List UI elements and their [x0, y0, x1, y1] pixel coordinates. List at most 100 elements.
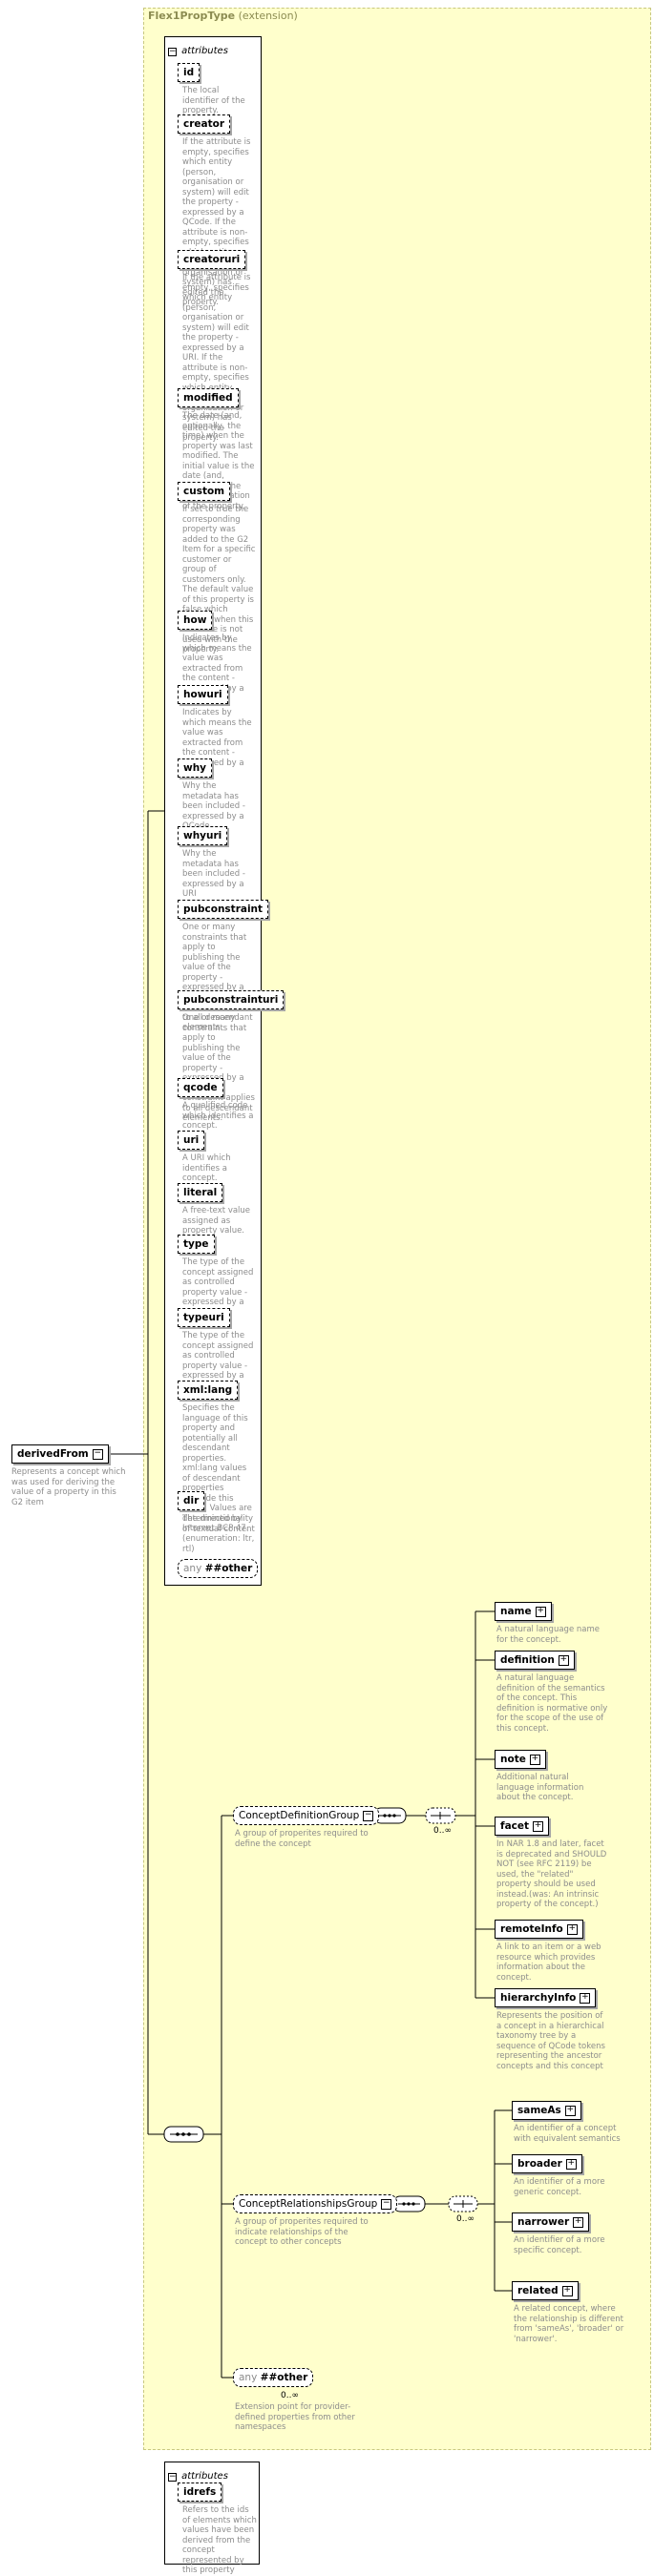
- attribute-idrefs-desc: Refers to the ids of elements which valu…: [182, 2505, 257, 2575]
- attribute-name: uri: [183, 1134, 200, 1146]
- attribute-item[interactable]: howuri: [178, 685, 228, 704]
- expand-icon[interactable]: +: [573, 2215, 584, 2228]
- group-concept-relationships[interactable]: ConceptRelationshipsGroup−: [233, 2194, 398, 2213]
- attribute-item[interactable]: why: [178, 758, 213, 778]
- attribute-item[interactable]: qcode: [178, 1078, 223, 1097]
- attribute-any-other[interactable]: any ##other: [178, 1559, 259, 1578]
- element-any-other[interactable]: any ##other: [233, 2368, 314, 2387]
- attribute-name: idrefs: [183, 2486, 217, 2498]
- choice-cardinality: 0..∞: [433, 1826, 452, 1836]
- element-desc: Represents the position of a concept in …: [496, 2011, 605, 2071]
- attribute-name: pubconstraint: [183, 904, 264, 915]
- element-name: broader: [517, 2158, 562, 2170]
- root-element-derivedFrom[interactable]: derivedFrom−: [11, 1444, 109, 1464]
- attribute-desc: The local identifier of the property.: [182, 86, 245, 115]
- attribute-desc: A URI which identifies a concept.: [182, 1153, 231, 1183]
- type-kind: (extension): [238, 10, 298, 22]
- attribute-desc: A free-text value assigned as property v…: [182, 1206, 251, 1236]
- element-item[interactable]: name+: [495, 1602, 552, 1621]
- any-cardinality: 0..∞: [281, 2391, 299, 2400]
- element-name: hierarchyInfo: [500, 1992, 577, 2004]
- root-element-name: derivedFrom: [17, 1448, 89, 1460]
- attributes-panel-header: − attributes: [168, 39, 228, 57]
- element-name: facet: [500, 1820, 530, 1832]
- element-item[interactable]: narrower+: [512, 2212, 590, 2232]
- element-desc: A link to an item or a web resource whic…: [496, 1942, 601, 1983]
- any-keyword: any: [183, 1563, 202, 1574]
- attribute-idrefs[interactable]: idrefs: [178, 2483, 222, 2502]
- attribute-name: xml:lang: [183, 1384, 233, 1396]
- expand-icon[interactable]: +: [566, 1922, 578, 1935]
- element-item[interactable]: remoteInfo+: [495, 1920, 583, 1939]
- any-other-desc: Extension point for provider-defined pro…: [235, 2402, 355, 2432]
- element-desc: An identifier of a concept with equivale…: [514, 2124, 621, 2144]
- attribute-name: howuri: [183, 689, 222, 700]
- attribute-item[interactable]: how: [178, 611, 213, 630]
- attribute-item[interactable]: type: [178, 1235, 215, 1254]
- bottom-attributes-title: attributes: [181, 2471, 228, 2482]
- element-desc: An identifier of a more specific concept…: [514, 2235, 605, 2255]
- collapse-icon[interactable]: −: [381, 2197, 392, 2210]
- expand-icon[interactable]: +: [529, 1753, 540, 1765]
- group-concept-definition-desc: A group of properites required to define…: [235, 1829, 369, 1849]
- attribute-item[interactable]: id: [178, 63, 200, 82]
- element-item[interactable]: hierarchyInfo+: [495, 1988, 597, 2007]
- attribute-item[interactable]: creatoruri: [178, 250, 246, 269]
- attribute-desc: A qualified code which identifies a conc…: [182, 1101, 254, 1131]
- attribute-item[interactable]: uri: [178, 1131, 205, 1150]
- attribute-item[interactable]: literal: [178, 1183, 223, 1202]
- attribute-item[interactable]: modified: [178, 388, 239, 407]
- element-item[interactable]: related+: [512, 2281, 579, 2300]
- attribute-name: qcode: [183, 1082, 218, 1093]
- attribute-item[interactable]: pubconstraint: [178, 900, 269, 919]
- collapse-icon[interactable]: −: [363, 1809, 374, 1821]
- expand-icon[interactable]: +: [535, 1605, 546, 1617]
- element-item[interactable]: broader+: [512, 2154, 582, 2173]
- bottom-attributes-header: − attributes: [168, 2464, 228, 2483]
- root-element-desc: Represents a concept which was used for …: [11, 1467, 126, 1507]
- element-item[interactable]: facet+: [495, 1817, 550, 1836]
- element-desc: An identifier of a more generic concept.: [514, 2177, 605, 2197]
- collapse-icon[interactable]: −: [168, 2472, 177, 2482]
- attributes-panel-title: attributes: [181, 46, 228, 56]
- any-namespace: ##other: [204, 1563, 253, 1574]
- attribute-desc: The directionality of textual content (e…: [182, 1514, 255, 1554]
- element-name: note: [500, 1754, 526, 1765]
- element-desc: A natural language name for the concept.: [496, 1625, 600, 1645]
- bottom-attributes-panel: [164, 2462, 260, 2565]
- element-item[interactable]: note+: [495, 1750, 546, 1769]
- expand-icon[interactable]: +: [580, 1991, 591, 2004]
- attribute-desc: Why the metadata has been included - exp…: [182, 781, 245, 831]
- attribute-item[interactable]: whyuri: [178, 826, 228, 845]
- attribute-name: how: [183, 614, 207, 626]
- choice-cardinality: 0..∞: [456, 2214, 475, 2224]
- group-concept-definition[interactable]: ConceptDefinitionGroup−: [233, 1806, 380, 1825]
- attribute-name: whyuri: [183, 830, 222, 841]
- attribute-item[interactable]: creator: [178, 114, 231, 134]
- group-name: ConceptRelationshipsGroup: [239, 2198, 378, 2210]
- expand-icon[interactable]: +: [565, 2157, 577, 2170]
- attribute-item[interactable]: dir: [178, 1491, 205, 1510]
- attribute-item[interactable]: pubconstrainturi: [178, 990, 285, 1009]
- element-desc: A related concept, where the relationshi…: [514, 2304, 624, 2344]
- expand-icon[interactable]: +: [533, 1819, 544, 1832]
- element-desc: In NAR 1.8 and later, facet is deprecate…: [496, 1839, 607, 1909]
- attribute-item[interactable]: xml:lang: [178, 1381, 239, 1400]
- any-namespace: ##other: [260, 2372, 308, 2383]
- attribute-name: literal: [183, 1187, 218, 1198]
- attribute-item[interactable]: typeuri: [178, 1308, 230, 1327]
- attribute-name: modified: [183, 392, 233, 404]
- type-title: Flex1PropType (extension): [148, 10, 298, 22]
- collapse-icon[interactable]: −: [92, 1447, 103, 1460]
- element-name: definition: [500, 1654, 555, 1666]
- element-item[interactable]: definition+: [495, 1651, 575, 1670]
- expand-icon[interactable]: +: [558, 1653, 569, 1666]
- element-item[interactable]: sameAs+: [512, 2101, 581, 2120]
- attribute-item[interactable]: custom: [178, 482, 231, 501]
- attribute-name: id: [183, 67, 195, 78]
- attribute-name: dir: [183, 1495, 200, 1506]
- expand-icon[interactable]: +: [564, 2104, 576, 2116]
- collapse-icon[interactable]: −: [168, 47, 177, 56]
- expand-icon[interactable]: +: [561, 2284, 573, 2296]
- attribute-name: pubconstrainturi: [183, 994, 279, 1006]
